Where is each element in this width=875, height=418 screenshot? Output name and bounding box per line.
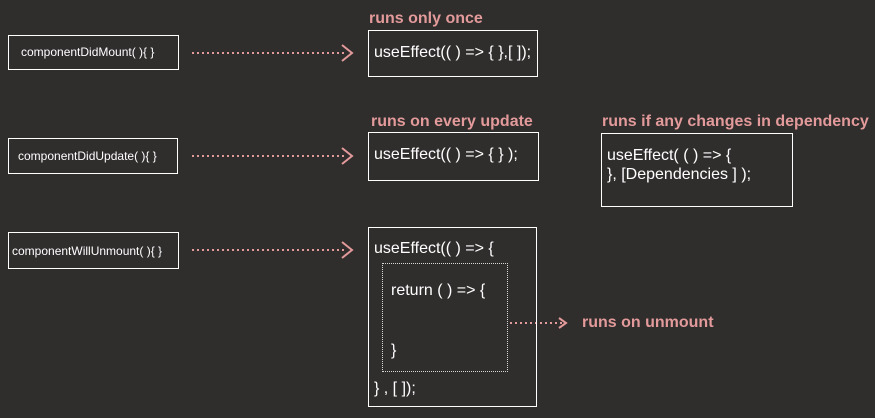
arrow-unmount-head — [341, 241, 354, 259]
arrow-cleanup-head — [558, 317, 568, 329]
caption-runs-only-once: runs only once — [369, 10, 483, 27]
use-effect-unmount-box: useEffect(( ) => { } , [ ]); — [368, 227, 537, 407]
component-did-update-label: componentDidUpdate( ){ } — [18, 149, 157, 163]
use-effect-update-box: useEffect(( ) => { } ); — [368, 132, 539, 181]
use-effect-mount-code: useEffect(( ) => { },[ ]); — [374, 44, 532, 61]
component-will-unmount-label: componentWillUnmount( ){ } — [12, 244, 163, 258]
caption-runs-if-dependency-changes: runs if any changes in dependency — [602, 113, 869, 130]
use-effect-unmount-open: useEffect(( ) => { — [374, 240, 494, 257]
component-did-mount-label: componentDidMount( ){ } — [21, 45, 155, 59]
arrow-mount-head — [341, 44, 354, 62]
cleanup-close-brace: } — [391, 342, 397, 359]
component-will-unmount-box: componentWillUnmount( ){ } — [8, 232, 179, 269]
caption-runs-on-unmount: runs on unmount — [582, 314, 714, 331]
use-effect-update-code: useEffect(( ) => { } ); — [374, 146, 518, 163]
cleanup-function-box: return ( ) => { } — [382, 263, 508, 372]
use-effect-mount-box: useEffect(( ) => { },[ ]); — [368, 30, 538, 77]
component-did-update-box: componentDidUpdate( ){ } — [8, 138, 178, 174]
cleanup-return-code: return ( ) => { — [391, 282, 486, 299]
component-did-mount-box: componentDidMount( ){ } — [8, 35, 179, 70]
caption-runs-on-every-update: runs on every update — [371, 113, 533, 130]
use-effect-unmount-close: } , [ ]); — [374, 380, 416, 397]
use-effect-dependency-box: useEffect( ( ) => { }, [Dependencies ] )… — [601, 133, 793, 207]
use-effect-dependency-line1: useEffect( ( ) => { — [607, 147, 732, 164]
use-effect-dependency-line2: }, [Dependencies ] ); — [607, 166, 752, 183]
arrow-update-head — [341, 147, 354, 165]
